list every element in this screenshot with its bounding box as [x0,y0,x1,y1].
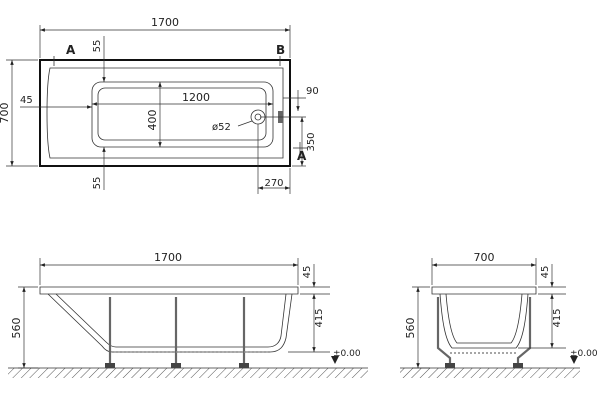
dim-end-width: 700 [474,251,495,264]
floor-level-marker [570,356,578,364]
dim-inner-width: 400 [146,110,159,131]
floor-level-marker [331,356,339,364]
tub-rim-line [46,67,284,159]
side-foot [171,363,181,368]
side-tub-shell [47,293,293,353]
dim-top-width: 700 [0,103,11,124]
dim-end-floor-level: ±0.00 [570,349,598,359]
side-tub-shell-inner [55,293,287,348]
dim-margin-bottom: 55 [92,177,103,190]
side-view: 1700 560 45 415 ±0.00 [8,251,368,378]
dim-drain-from-right: 270 [264,178,283,189]
side-foot [105,363,115,368]
dim-drain-offset: 90 [306,86,319,97]
end-foot [445,363,455,368]
dim-side-rim: 45 [302,266,313,279]
end-leg-right [516,297,532,365]
section-a-label: A [66,43,76,57]
tub-basin-inner [97,87,267,141]
end-leg-left [436,297,452,365]
drain-leader [237,120,253,127]
end-tub-rim [431,286,537,295]
side-floor-hatch [8,368,368,378]
end-tub-shell [439,293,529,349]
dim-end-height: 560 [404,318,417,339]
end-tub-shell-inner [445,293,523,344]
section-b-label: B [276,43,285,57]
dim-side-length: 1700 [154,251,182,264]
dim-side-inner-height: 415 [314,308,325,327]
end-foot [513,363,523,368]
section-a-bottom-label: A [297,149,307,163]
dim-drain-from-bottom: 350 [306,132,317,151]
dim-drain-diameter: ø52 [212,122,231,133]
side-tub-rim [39,286,299,295]
dim-top-length: 1700 [151,16,179,29]
dim-margin-top: 55 [92,40,103,53]
top-view: 1700 700 45 55 55 1200 400 ø52 90 350 [0,16,319,194]
dim-inner-length: 1200 [182,91,210,104]
tub-basin-outline [91,81,274,148]
end-floor-hatch [400,368,580,378]
dim-side-height: 560 [10,318,23,339]
end-view: 700 560 45 415 ±0.00 [400,251,598,378]
dim-side-floor-level: ±0.00 [333,349,361,359]
dim-end-inner-height: 415 [552,308,563,327]
side-foot [239,363,249,368]
dim-margin-left: 45 [20,95,33,106]
tub-outer-outline [39,59,291,167]
dim-end-rim: 45 [540,266,551,279]
